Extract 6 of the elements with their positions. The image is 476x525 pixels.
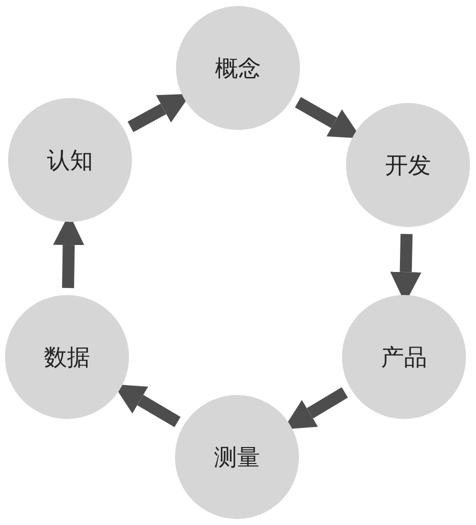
stage-label: 测量 [214,444,260,472]
stage-label: 产品 [381,344,427,372]
stage-label: 开发 [385,152,431,180]
stage-label: 认知 [47,146,93,176]
stage-label: 概念 [215,54,261,84]
stage-label: 数据 [44,344,90,372]
